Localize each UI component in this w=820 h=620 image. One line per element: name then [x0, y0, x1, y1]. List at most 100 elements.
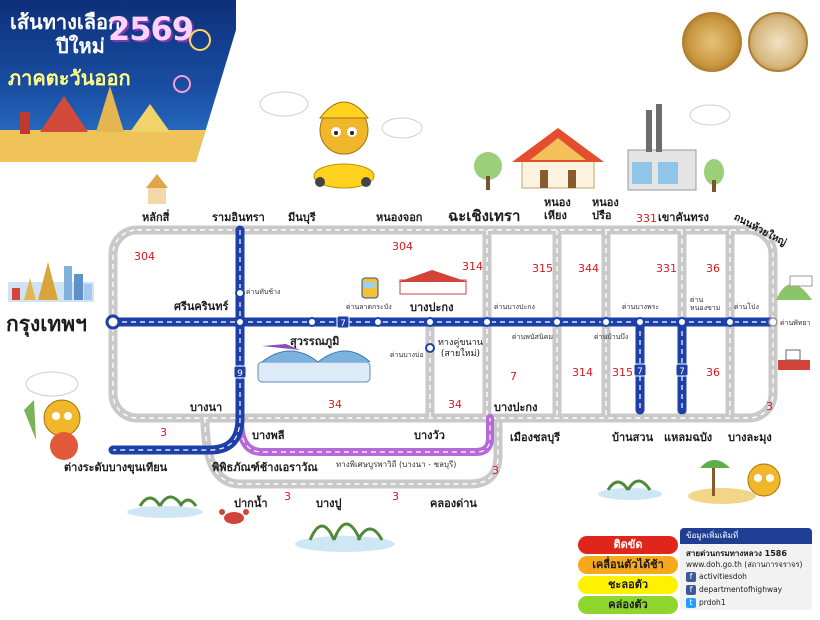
- route-3a: 3: [160, 426, 167, 439]
- place-bang-wua: บางวัว: [414, 429, 445, 442]
- place-bang-khun-thian: ต่างระดับบางขุนเทียน: [64, 461, 168, 474]
- airport-icon: [257, 344, 371, 383]
- info-box: ข้อมูลเพิ่มเติมที่ สายด่วนกรมทางหลวง 158…: [680, 528, 812, 610]
- legend-jammed: ติดขัด: [578, 536, 678, 554]
- seal-icon: [748, 12, 808, 72]
- route-314a: 314: [462, 260, 483, 273]
- route-304b: 304: [392, 240, 413, 253]
- info-header: ข้อมูลเพิ่มเติมที่: [680, 528, 812, 544]
- place-bang-phli: บางพลี: [252, 429, 285, 442]
- place-bang-pakong-bottom: บางปะกง: [494, 401, 538, 414]
- mascot-icon: [313, 101, 375, 189]
- temple-icon: [8, 262, 94, 302]
- bangkok-node: [105, 314, 121, 330]
- factory-icon: [627, 104, 697, 191]
- place-bang-na: บางนา: [190, 401, 223, 414]
- toll-bang-bo: ด่านบางบ่อ: [390, 351, 424, 359]
- place-bang-lamung: บางละมุง: [728, 431, 772, 444]
- svg-text:7: 7: [679, 367, 685, 377]
- tree-icon: [474, 152, 724, 192]
- route-331b: 331: [656, 262, 677, 275]
- route-331a: 331: [636, 212, 657, 225]
- toll-nodes: [235, 288, 735, 353]
- route-36b: 36: [706, 366, 720, 379]
- place-lak-si: หลักสี่: [142, 211, 170, 224]
- place-khlong-dan: คลองด่าน: [430, 497, 477, 510]
- place-nong-prue: หนอง ปรือ: [592, 196, 619, 222]
- mascot-icon: [24, 399, 81, 460]
- toll-pong: ด่านโป่ง: [734, 303, 759, 311]
- place-bang-pu: บางปู: [316, 497, 342, 510]
- seal-icon: [682, 12, 742, 72]
- facebook-icon: f: [686, 572, 696, 582]
- twitter-icon: t: [686, 598, 696, 608]
- toll-pattaya: ด่านพัทยา: [780, 319, 811, 327]
- banner-year: 2569: [108, 10, 194, 48]
- toll-bang-phra: ด่านบางพระ: [622, 303, 660, 311]
- route-36a: 36: [706, 262, 720, 275]
- temple-icon: [146, 174, 168, 204]
- banner-line3: ภาคตะวันออก: [8, 66, 131, 90]
- route-314b: 314: [572, 366, 593, 379]
- route-3c: 3: [392, 490, 399, 503]
- pattaya-node: [768, 317, 778, 327]
- place-khao-khan-song: เขาคันทรง: [658, 211, 709, 224]
- route-304a: 304: [134, 250, 155, 263]
- place-tang-khu-khanan: ทางคู่ขนาน (สายใหม่): [438, 338, 483, 359]
- mangrove-icon: [127, 479, 662, 552]
- route-34b: 34: [448, 398, 462, 411]
- toll-nong-kham: ด่าน หนองขาม: [690, 296, 721, 312]
- place-suvarnabhumi: สุวรรณภูมิ: [290, 335, 340, 348]
- place-mueang-chonburi: เมืองชลบุรี: [510, 431, 561, 444]
- place-bang-pakong-mid: บางปะกง: [410, 301, 454, 314]
- svg-text:7: 7: [637, 367, 643, 377]
- svg-text:9: 9: [237, 369, 243, 379]
- toll-lat-krabang: ด่านลาดกระบัง: [346, 303, 392, 311]
- route-3d: 3: [492, 464, 499, 477]
- route-344: 344: [578, 262, 599, 275]
- toll-bang-pakong: ด่านบางปะกง: [494, 303, 535, 311]
- banner-line1: เส้นทางเลือก: [10, 10, 121, 34]
- svg-text:7: 7: [340, 319, 346, 329]
- place-ram-intra: รามอินทรา: [212, 211, 265, 224]
- beach-icon: [688, 460, 756, 504]
- place-nong-chok: หนองจอก: [376, 211, 423, 224]
- info-twitter: prdoh1: [699, 598, 726, 607]
- info-facebook2: departmentofhighway: [699, 585, 783, 594]
- crab-icon: [219, 509, 249, 524]
- route-3b: 3: [284, 490, 291, 503]
- place-pak-nam: ปากน้ำ: [234, 497, 268, 510]
- temple-icon: [512, 128, 604, 189]
- place-erawan-museum: พิพิธภัณฑ์ช้างเอราวัณ: [212, 461, 318, 474]
- mascot-icon: [747, 463, 781, 497]
- info-website[interactable]: www.doh.go.th (สถานการจราจร): [686, 560, 803, 569]
- route-3e: 3: [766, 400, 773, 413]
- info-facebook1: activitiesdoh: [699, 572, 747, 581]
- place-min-buri: มีนบุรี: [288, 211, 316, 224]
- place-chachoengsao: ฉะเชิงเทรา: [448, 207, 521, 225]
- motorway-shields: 7 9 7 7: [233, 315, 689, 379]
- place-srinakharin: ศรีนครินทร์: [174, 300, 229, 313]
- route-7: 7: [510, 370, 517, 383]
- toll-thap-chang: ด่านทับช้าง: [246, 288, 281, 296]
- title-banner: เส้นทางเลือก 2569 ปีใหม่ ภาคตะวันออก: [0, 0, 236, 162]
- train-icon: [361, 277, 379, 299]
- banner-temple-icon: [0, 29, 236, 162]
- toll-phanat-nikhom: ด่านพนัสนิคม: [512, 333, 554, 341]
- legend-smooth: คล่องตัว: [578, 596, 678, 614]
- banner-line2: ปีใหม่: [56, 34, 105, 58]
- place-laem-chabang: แหลมฉบัง: [664, 431, 713, 444]
- toll-ban-bueng: ด่านบ้านบึง: [594, 333, 629, 341]
- facebook-icon: f: [686, 585, 696, 595]
- route-315a: 315: [532, 262, 553, 275]
- info-hotline: สายด่วนกรมทางหลวง 1586: [686, 549, 787, 558]
- route-315b: 315: [612, 366, 633, 379]
- place-nong-khiao: หนอง เหียง: [544, 196, 571, 222]
- route-34a: 34: [328, 398, 342, 411]
- expressway-label: ทางพิเศษบูรพาวิถี (บางนา - ชลบุรี): [336, 460, 457, 469]
